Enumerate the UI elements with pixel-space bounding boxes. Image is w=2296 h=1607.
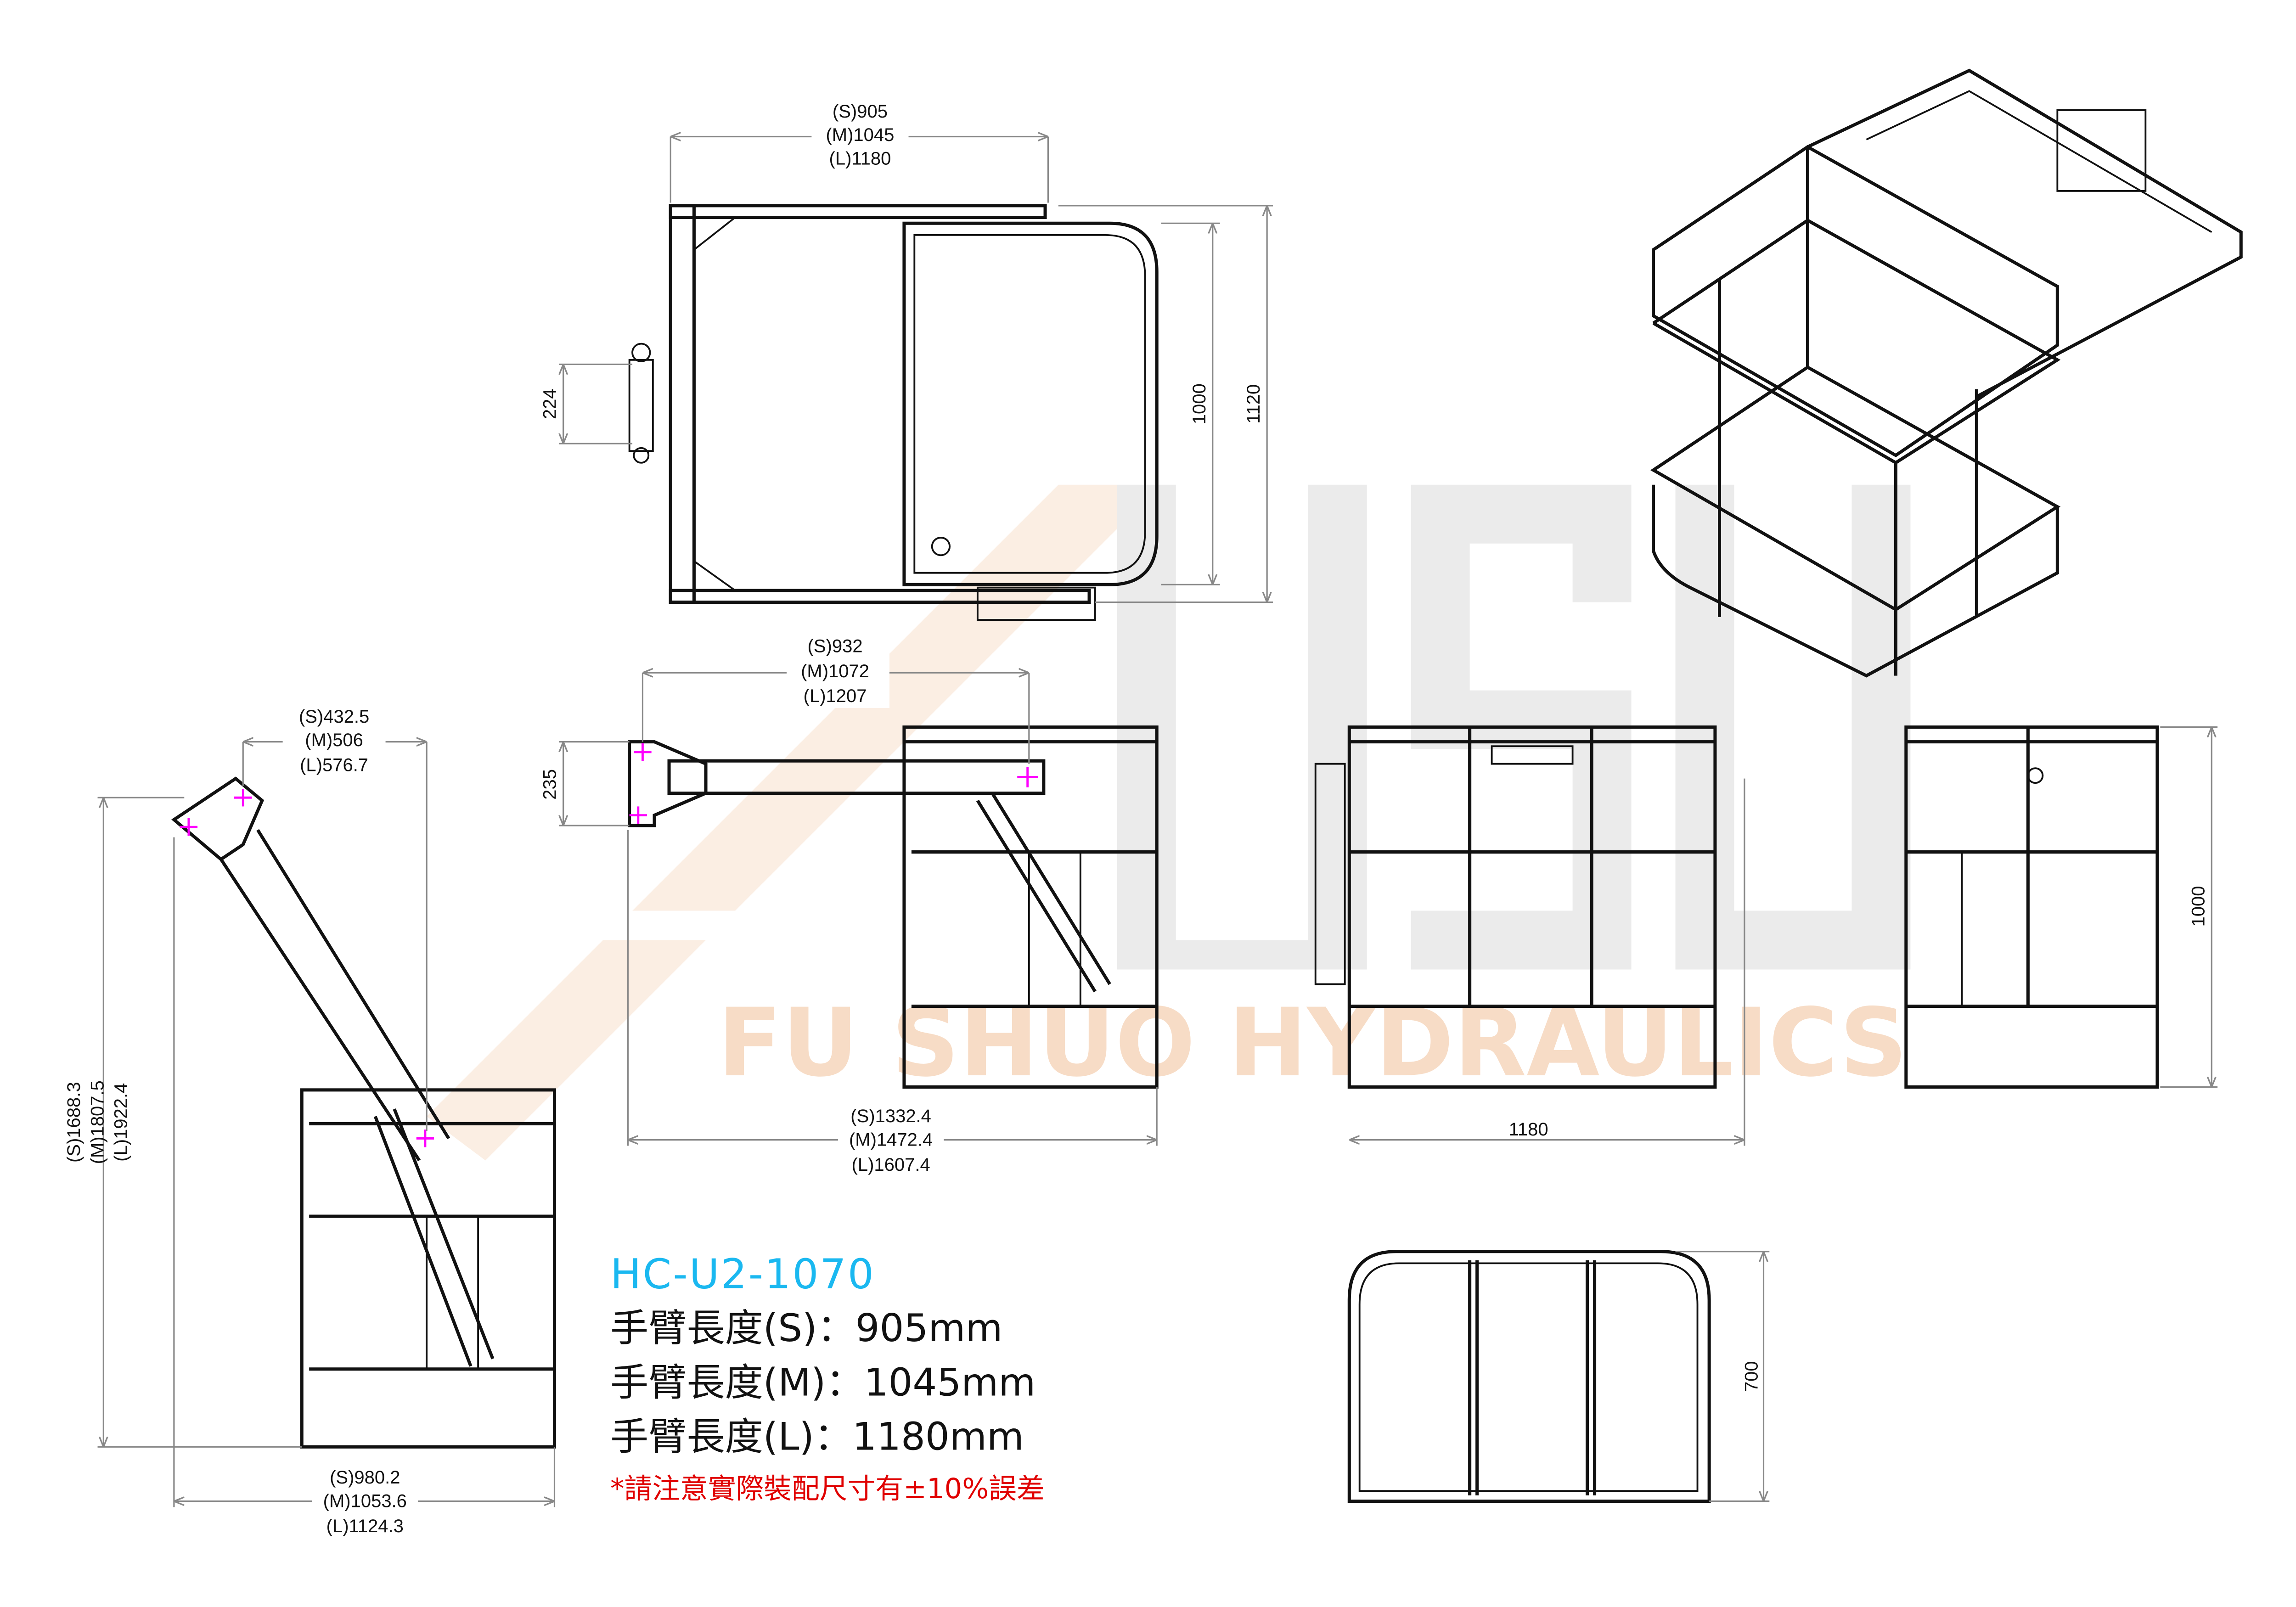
dim-left-total-s: (S)980.2 xyxy=(330,1467,400,1488)
top-view: (S)905 (M)1045 (L)1180 1000 1120 224 xyxy=(540,97,1273,621)
watermark-text: FU SHUO HYDRAULICS xyxy=(718,989,1908,1098)
spec-arm-length-m: 手臂長度(M)：1045mm xyxy=(610,1360,1035,1405)
dim-arm-length-s: (S)932 xyxy=(808,636,863,656)
dim-top-width-m: (M)1045 xyxy=(826,125,894,145)
dim-top-inner-height: 1000 xyxy=(1189,383,1210,424)
spec-arm-length-l: 手臂長度(L)：1180mm xyxy=(610,1415,1024,1459)
spec-block: HC-U2-1070 手臂長度(S)：905mm 手臂長度(M)：1045mm … xyxy=(610,1251,1045,1505)
dim-side-width: 1180 xyxy=(1509,1119,1548,1140)
dim-top-outer-height: 1120 xyxy=(1244,384,1264,424)
plan-view: 700 xyxy=(1347,1250,1770,1503)
dim-left-total-l: (L)1124.3 xyxy=(326,1516,404,1536)
dim-end-height: 1000 xyxy=(2188,886,2208,927)
dim-mid-total-m: (M)1472.4 xyxy=(849,1129,933,1150)
dim-left-height-m: (M)1807.5 xyxy=(87,1080,107,1164)
dim-left-reach-s: (S)432.5 xyxy=(299,707,369,727)
dim-mid-total-s: (S)1332.4 xyxy=(850,1106,931,1126)
arm-front-view: (S)932 (M)1072 (L)1207 235 (S)1332.4 (M)… xyxy=(540,631,1159,1178)
dim-left-height-s: (S)1688.3 xyxy=(64,1082,84,1163)
dim-left-height-l: (L)1922.4 xyxy=(111,1083,131,1162)
dim-left-reach-l: (L)576.7 xyxy=(300,755,368,775)
dim-arm-length-m: (M)1072 xyxy=(801,661,869,681)
spec-arm-length-s: 手臂長度(S)：905mm xyxy=(610,1306,1002,1350)
model-title: HC-U2-1070 xyxy=(610,1251,875,1298)
dim-arm-bracket: 235 xyxy=(540,769,560,800)
side-view: 1180 xyxy=(1314,725,1745,1146)
arm-raised-view: (S)432.5 (M)506 (L)576.7 (S)1688.3 (M)18… xyxy=(64,705,557,1537)
dim-left-total-m: (M)1053.6 xyxy=(323,1491,407,1511)
dim-plan-depth: 700 xyxy=(1742,1361,1762,1392)
dim-top-pin: 224 xyxy=(540,388,560,419)
watermark-logo: FU SHUO HYDRAULICS xyxy=(427,484,1911,1161)
isometric-view xyxy=(1650,68,2243,678)
dim-arm-length-l: (L)1207 xyxy=(804,686,867,706)
dim-mid-total-l: (L)1607.4 xyxy=(852,1155,930,1175)
dim-top-width-l: (L)1180 xyxy=(829,148,891,169)
dim-top-width-s: (S)905 xyxy=(833,101,888,122)
dim-left-reach-m: (M)506 xyxy=(305,730,363,750)
tolerance-note: *請注意實際裝配尺寸有±10%誤差 xyxy=(610,1473,1045,1505)
end-view: 1000 xyxy=(1904,725,2218,1089)
